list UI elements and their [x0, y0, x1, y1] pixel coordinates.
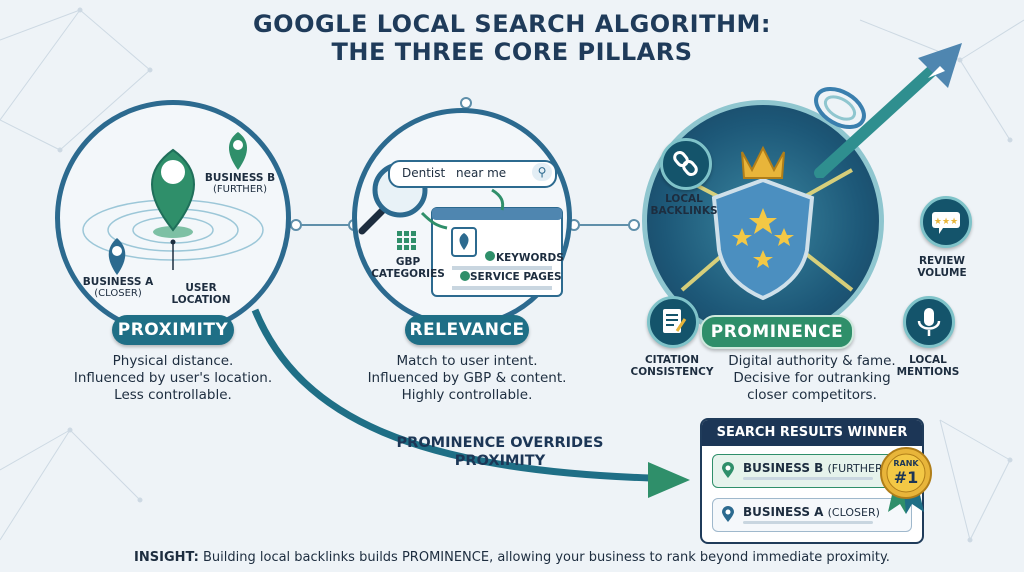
- relevance-description: Match to user intent. Influenced by GBP …: [367, 353, 567, 403]
- local-mentions-icon: [903, 296, 955, 348]
- result-a-text: BUSINESS A (CLOSER): [743, 505, 880, 519]
- result-b-line: [743, 477, 873, 480]
- prominence-description: Digital authority & fame. Decisive for o…: [728, 353, 896, 403]
- relevance-illustration: [358, 162, 563, 297]
- user-location-label: USER LOCATION: [171, 282, 231, 306]
- search-results-winner-panel: SEARCH RESULTS WINNER BUSINESS B (FURTHE…: [700, 418, 924, 544]
- relevance-pill: RELEVANCE: [405, 315, 529, 345]
- search-term-1: Dentist: [402, 166, 446, 180]
- insight-footer: INSIGHT: Building local backlinks builds…: [134, 550, 890, 565]
- rank-number: #1: [893, 468, 919, 487]
- result-a-line: [743, 521, 873, 524]
- winner-header: SEARCH RESULTS WINNER: [702, 420, 922, 446]
- rank-badge: RANK #1: [878, 446, 934, 516]
- result-b-text: BUSINESS B (FURTHER): [743, 461, 887, 475]
- local-mentions-label: LOCAL MENTIONS: [896, 354, 960, 378]
- gbp-categories-label: GBP CATEGORIES: [371, 256, 445, 280]
- result-business-b[interactable]: BUSINESS B (FURTHER): [712, 454, 912, 488]
- proximity-circle: [55, 100, 291, 336]
- review-volume-icon: ★★★: [920, 196, 972, 248]
- search-term-2: near me: [456, 166, 507, 180]
- prominence-illustration: [676, 145, 854, 301]
- svg-text:★★★: ★★★: [934, 217, 958, 227]
- page-title: GOOGLE LOCAL SEARCH ALGORITHM: THE THREE…: [0, 10, 1024, 66]
- rank-label: RANK: [893, 459, 919, 468]
- proximity-description: Physical distance. Influenced by user's …: [73, 353, 273, 403]
- service-pages-label: SERVICE PAGES: [470, 271, 562, 283]
- local-backlinks-label: LOCAL BACKLINKS: [650, 193, 718, 217]
- local-backlinks-icon: [660, 138, 712, 190]
- citation-consistency-label: CITATION CONSISTENCY: [630, 354, 714, 378]
- override-caption: PROMINENCE OVERRIDES PROXIMITY: [396, 435, 604, 469]
- search-icon[interactable]: ⚲: [532, 163, 552, 181]
- review-volume-label: REVIEW VOLUME: [917, 255, 967, 279]
- keywords-label: KEYWORDS: [496, 252, 564, 264]
- citation-consistency-icon: [647, 296, 699, 348]
- map-pin-icon: [722, 462, 734, 478]
- result-business-a[interactable]: BUSINESS A (CLOSER): [712, 498, 912, 532]
- title-line-2: THE THREE CORE PILLARS: [331, 38, 693, 66]
- search-bar[interactable]: Dentist near me ⚲: [388, 160, 557, 188]
- proximity-pill: PROXIMITY: [112, 315, 234, 345]
- proximity-illustration: [82, 132, 264, 275]
- prominence-pill: PROMINENCE: [700, 315, 854, 349]
- business-b-label: BUSINESS B (FURTHER): [204, 172, 276, 195]
- title-line-1: GOOGLE LOCAL SEARCH ALGORITHM:: [252, 10, 772, 38]
- map-pin-icon: [722, 506, 734, 522]
- business-a-label: BUSINESS A (CLOSER): [82, 276, 154, 299]
- rocket-arrow-icon: [814, 43, 962, 178]
